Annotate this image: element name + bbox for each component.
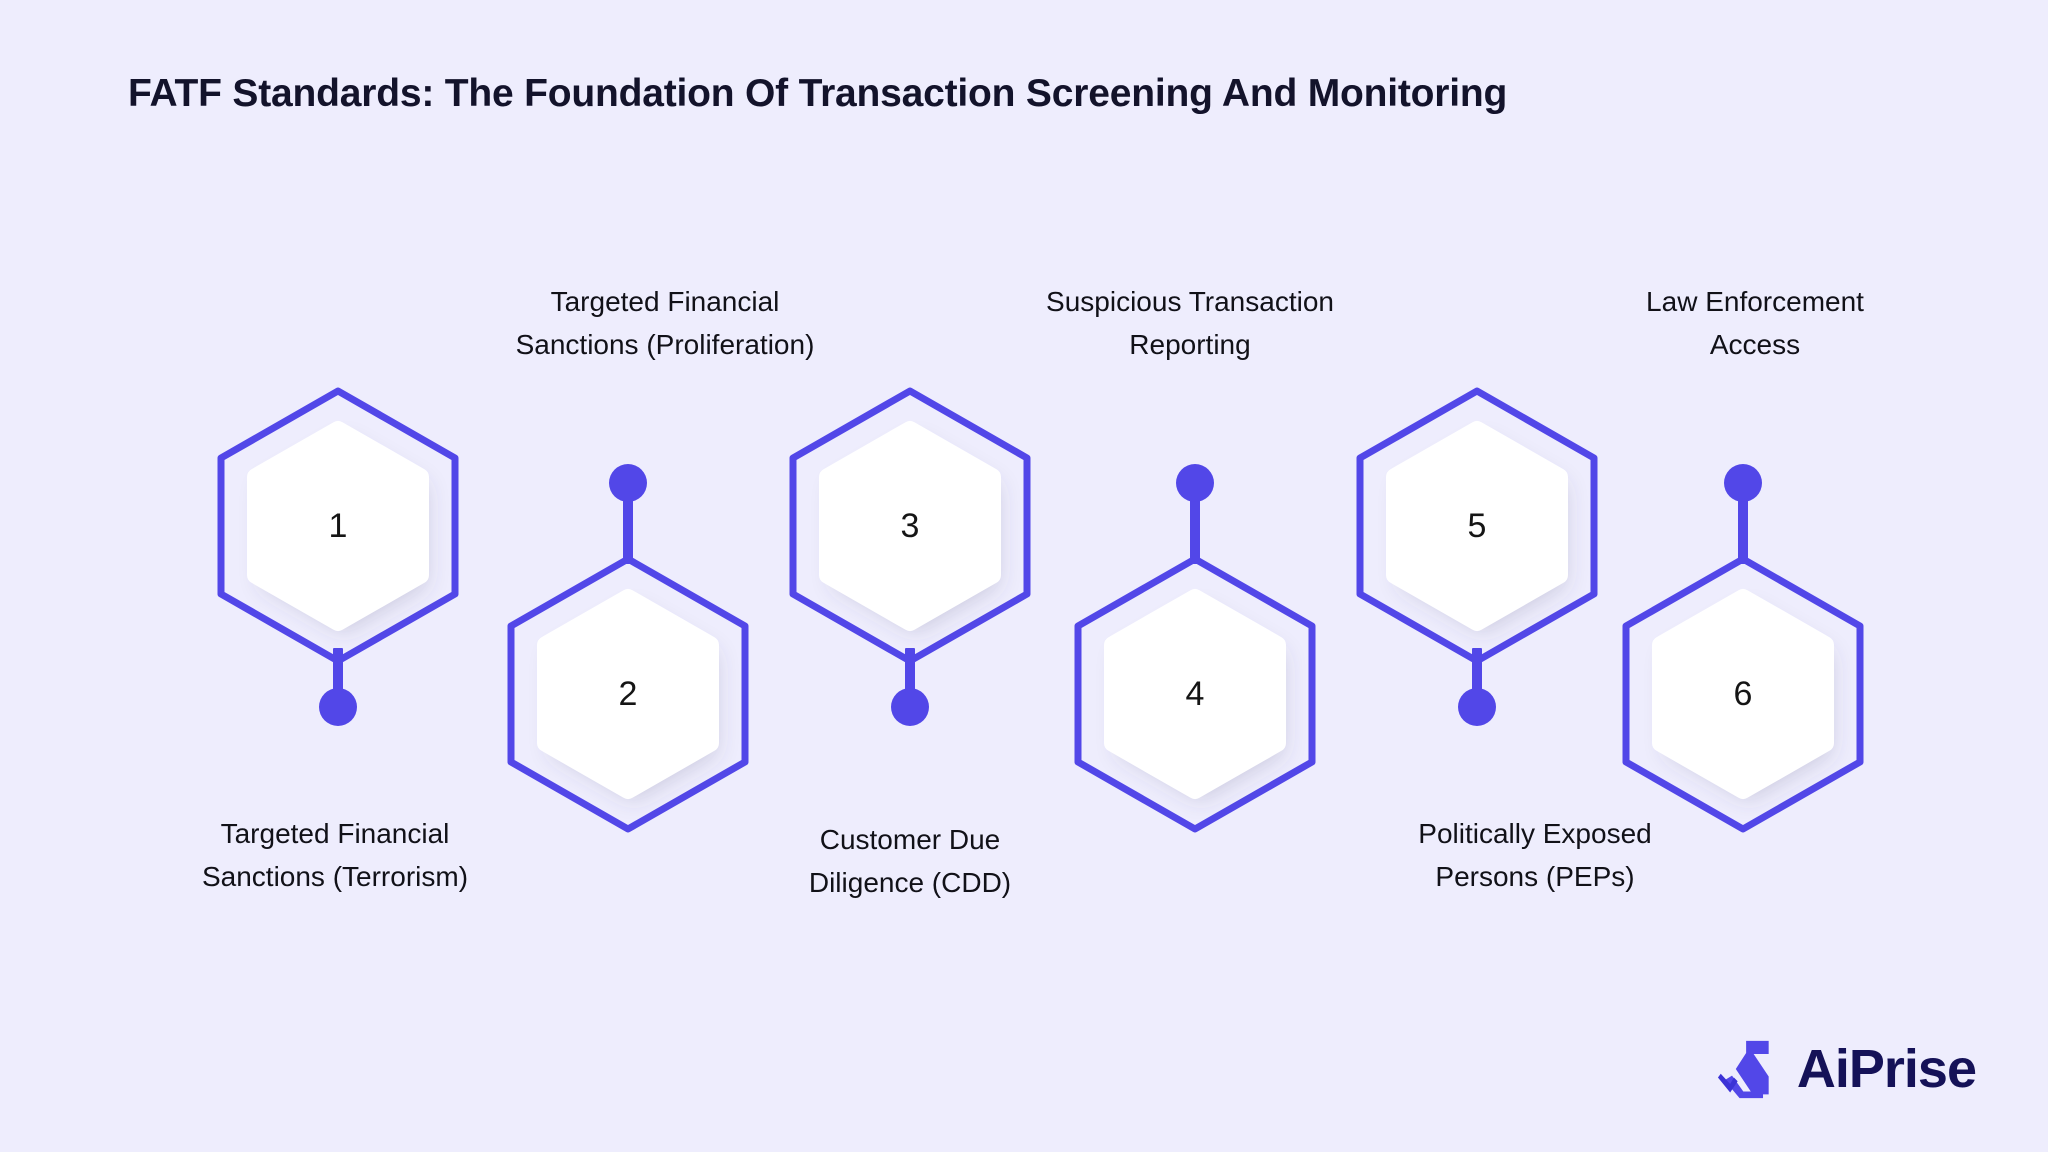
caption-3-line-1: Customer Due [819,824,1001,855]
caption-1: Targeted Financial Sanctions (Terrorism) [120,812,550,899]
hexagon-outline-6 [1603,550,1883,838]
connector-dot-3 [891,688,929,726]
connector-dot-5 [1458,688,1496,726]
caption-4-line-1: Suspicious Transaction [1046,286,1334,317]
connector-line-2 [623,492,633,564]
connector-line-6 [1738,492,1748,564]
caption-3-line-2: Diligence (CDD) [808,867,1012,899]
caption-2-line-2: Sanctions (Proliferation) [515,329,815,361]
connector-line-1 [333,648,343,714]
caption-6-line-1: Law Enforcement [1646,286,1864,317]
connector-line-5 [1472,648,1482,714]
caption-1-line-1: Targeted Financial [220,818,450,849]
page-title: FATF Standards: The Foundation Of Transa… [128,72,1508,115]
aiprise-logo-text: AiPrise [1796,1039,1977,1099]
caption-6: Law Enforcement Access [1560,280,1950,367]
connector-dot-6 [1724,464,1762,502]
hexagon-outline-1 [198,382,478,670]
caption-4: Suspicious Transaction Reporting [980,280,1400,367]
connector-dot-4 [1176,464,1214,502]
caption-5-line-2: Persons (PEPs) [1435,861,1635,893]
caption-3: Customer Due Diligence (CDD) [720,818,1100,905]
caption-5-line-1: Politically Exposed [1418,818,1652,849]
caption-4-line-2: Reporting [1129,329,1251,361]
hexagon-outline-4 [1055,550,1335,838]
aiprise-logo-mark-icon [1717,1040,1769,1099]
connector-dot-1 [319,688,357,726]
hexagon-outline-3 [770,382,1050,670]
aiprise-logo[interactable]: AiPrise [1715,1038,1977,1100]
caption-6-line-2: Access [1709,329,1801,361]
caption-2: Targeted Financial Sanctions (Proliferat… [410,280,920,367]
connector-dot-2 [609,464,647,502]
caption-5: Politically Exposed Persons (PEPs) [1300,812,1770,899]
caption-2-line-1: Targeted Financial [550,286,780,317]
hexagon-outline-2 [488,550,768,838]
connector-line-4 [1190,492,1200,564]
hexagon-outline-5 [1337,382,1617,670]
caption-1-line-2: Sanctions (Terrorism) [201,861,469,893]
connector-line-3 [905,648,915,714]
